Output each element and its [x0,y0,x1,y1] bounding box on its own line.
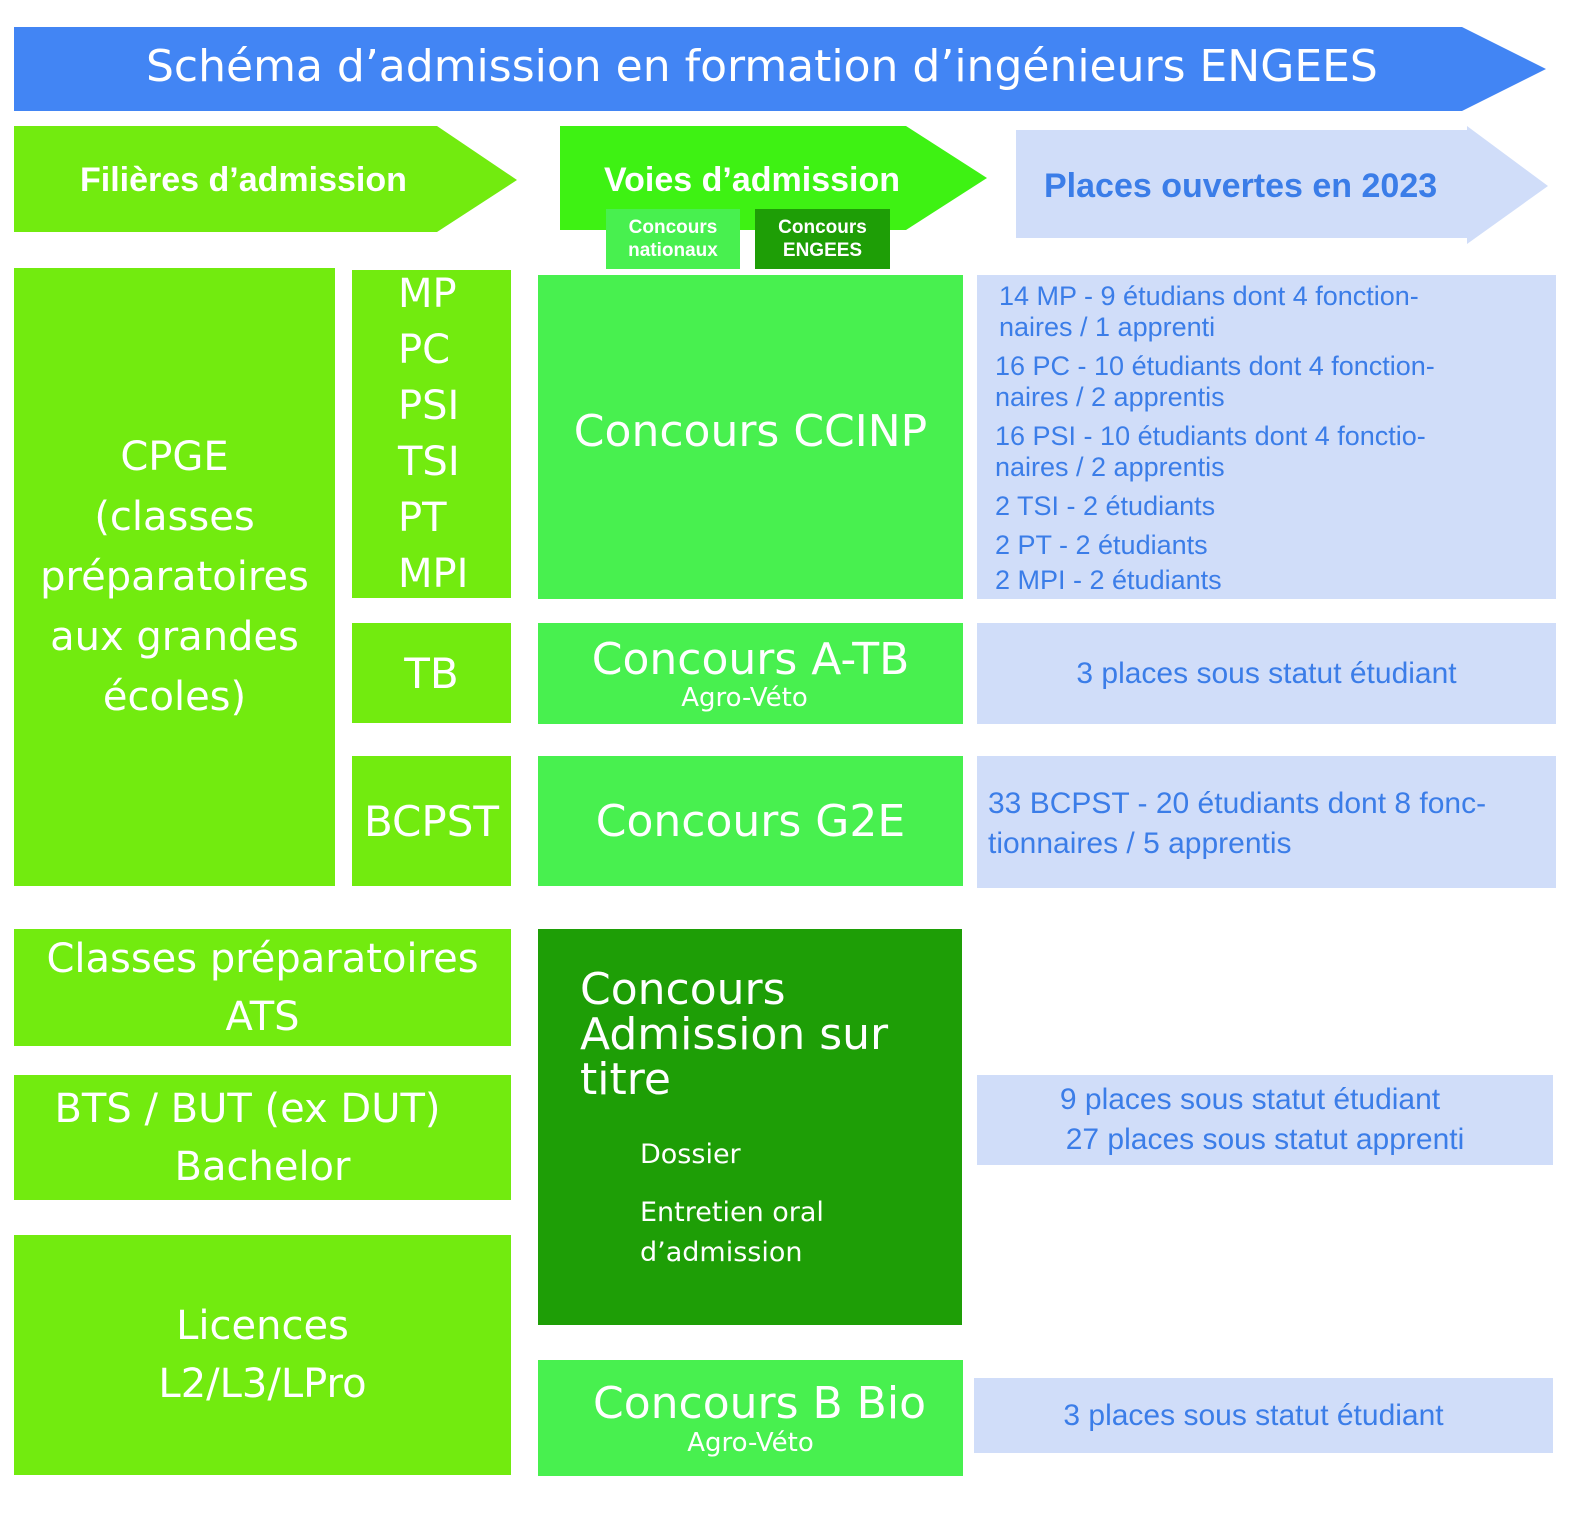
track-mpi: MPI [398,551,469,597]
places-ccinp: 14 MP - 9 étudians dont 4 fonction- nair… [977,275,1556,599]
filiere-bts: BTS / BUT (ex DUT) Bachelor [14,1075,511,1200]
titre-line1: Concours [580,964,786,1015]
header-voies-arrow [560,126,987,230]
header-filieres-arrow [14,126,517,232]
cpge-line3: préparatoires [40,554,309,600]
header-places-arrow [1016,126,1548,244]
bbio-sub: Agro-Véto [687,1428,814,1458]
header-places: Places ouvertes en 2023 [1000,120,1584,250]
titre-steps: Dossier Entretien oral d’admission [640,1135,824,1273]
voie-admission-titre: Concours Admission sur titre Dossier Ent… [538,929,962,1325]
places-atb: 3 places sous statut étudiant [977,623,1556,724]
places-mp-line2: naires / 1 apprenti [999,312,1216,342]
places-psi: 16 PSI - 10 étudiants dont 4 fonctio- na… [995,421,1556,483]
places-mp: 14 MP - 9 étudians dont 4 fonction- nair… [995,281,1556,343]
bcpst-label: BCPST [363,796,500,846]
bts-line1: BTS / BUT (ex DUT) [54,1085,441,1132]
filiere-ats: Classes préparatoires ATS [14,929,511,1046]
voie-atb: Concours A-TB Agro-Véto [538,623,963,724]
track-psi: PSI [398,383,460,429]
titre-line3: titre [580,1054,671,1105]
track-pt: PT [398,495,447,541]
places-pc: 16 PC - 10 étudiants dont 4 fonction- na… [995,351,1556,413]
step-entretien-line1: Entretien oral [640,1197,824,1228]
licences-line2: L2/L3/LPro [158,1361,367,1407]
cpge-line1: CPGE [120,434,229,480]
places-tsi: 2 TSI - 2 étudiants [995,491,1216,521]
filiere-tb: TB [352,623,511,723]
header-filieres: Filières d’admission [0,120,530,240]
page-title: Schéma d’admission en formation d’ingéni… [146,40,1378,92]
header-voies: Voies d’admission [540,120,1000,240]
places-atb-text: 3 places sous statut étudiant [1076,656,1457,690]
voie-g2e: Concours G2E [538,756,963,886]
g2e-label: Concours G2E [595,795,906,847]
filiere-cpge-tracks: MP PC PSI TSI PT MPI [352,270,511,598]
places-mpi: 2 MPI - 2 étudiants [995,565,1222,595]
bts-line2: Bachelor [174,1143,351,1190]
filiere-cpge: CPGE (classes préparatoires aux grandes … [14,268,335,886]
places-titre: 9 places sous statut étudiant 27 places … [977,1075,1553,1165]
tb-label: TB [404,648,459,698]
legend-nationaux-line2: nationaux [628,240,718,261]
legend-concours-engees: Concours ENGEES [755,209,890,269]
voie-bbio: Concours B Bio Agro-Véto [538,1360,963,1476]
cpge-line2: (classes [94,494,255,540]
ccinp-label: Concours CCINP [573,405,928,457]
step-entretien-line2: d’admission [640,1237,803,1268]
filiere-licences: Licences L2/L3/LPro [14,1235,511,1475]
cpge-line5: écoles) [102,674,247,720]
places-titre-line2: 27 places sous statut apprenti [1065,1123,1465,1156]
title-arrow: Schéma d’admission en formation d’ingéni… [0,0,1584,120]
places-titre-line1: 9 places sous statut étudiant [1059,1083,1441,1116]
places-g2e-line1: 33 BCPST - 20 étudiants dont 8 fonc- [988,787,1487,820]
cpge-line4: aux grandes [50,614,299,660]
legend-concours-nationaux: Concours nationaux [606,209,740,269]
voie-ccinp: Concours CCINP [538,275,963,599]
places-pt: 2 PT - 2 étudiants [995,530,1208,560]
header-filieres-label: Filières d’admission [80,160,407,199]
ats-line2: ATS [225,993,300,1040]
atb-sub: Agro-Véto [681,682,808,713]
track-tsi: TSI [398,439,460,485]
legend-engees-line2: ENGEES [782,240,863,261]
places-pc-line2: naires / 2 apprentis [995,382,1225,412]
licences-line1: Licences [176,1303,349,1349]
legend-nationaux-line1: Concours [628,217,718,238]
header-places-label: Places ouvertes en 2023 [1044,166,1438,205]
step-dossier: Dossier [640,1139,741,1170]
places-psi-line1: 16 PSI - 10 étudiants dont 4 fonctio- [995,421,1426,451]
track-pc: PC [398,327,451,373]
bbio-label: Concours B Bio [592,1378,927,1429]
places-pc-line1: 16 PC - 10 étudiants dont 4 fonction- [995,351,1435,381]
places-g2e: 33 BCPST - 20 étudiants dont 8 fonc- tio… [977,756,1556,888]
titre-line2: Admission sur [580,1009,889,1060]
places-mp-line1: 14 MP - 9 étudians dont 4 fonction- [999,281,1419,311]
filiere-bcpst: BCPST [352,756,511,886]
ats-line1: Classes préparatoires [46,935,479,982]
places-bbio: 3 places sous statut étudiant [974,1378,1553,1453]
title-arrow-shape [14,27,1546,111]
places-bbio-text: 3 places sous statut étudiant [1063,1398,1444,1432]
titre-name: Concours Admission sur titre [580,967,888,1102]
atb-label: Concours A-TB [591,633,910,685]
places-g2e-line2: tionnaires / 5 apprentis [988,827,1292,860]
legend-engees-line1: Concours [778,217,867,238]
header-voies-label: Voies d’admission [604,160,901,199]
track-mp: MP [398,271,457,317]
places-psi-line2: naires / 2 apprentis [995,452,1225,482]
